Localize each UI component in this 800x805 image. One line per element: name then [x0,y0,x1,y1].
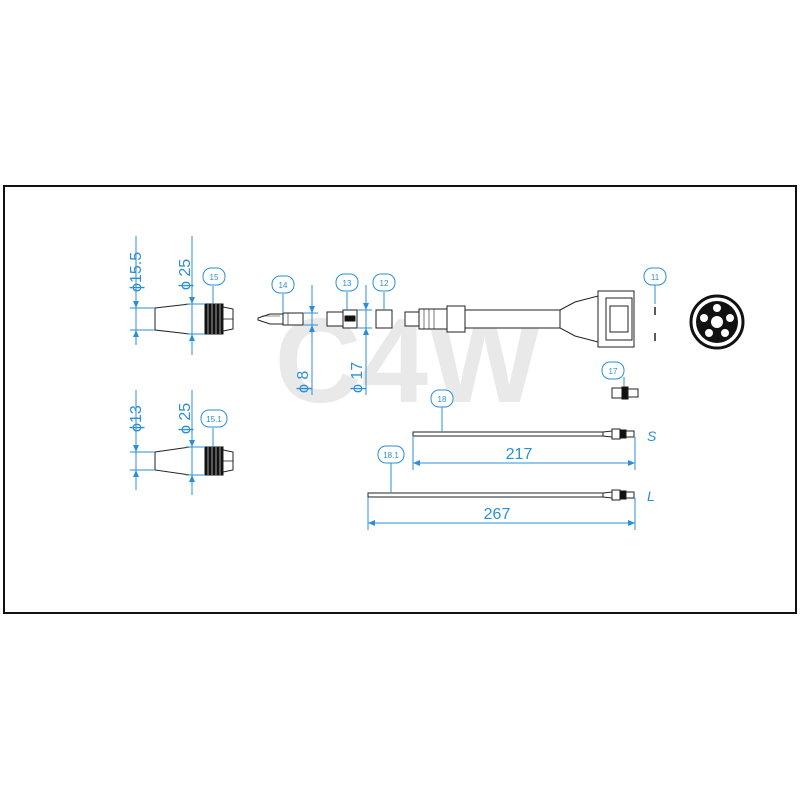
part-tag-17: 17 [601,361,625,387]
svg-text:12: 12 [380,279,389,288]
part-14-pin [257,312,304,326]
svg-text:18: 18 [438,395,447,404]
part-17-adapter [611,386,639,400]
dimension-label-267: 267 [484,506,511,523]
cable-assembly [404,290,635,348]
svg-text:14: 14 [279,281,288,290]
part-18-1-rod-long [367,489,635,501]
part-13-insert [326,309,358,329]
dimension-label-217: 217 [506,446,533,463]
part-tag-12: 12 [372,273,396,310]
dimension-17 [357,285,372,395]
part-15-1-housing [154,446,234,476]
svg-text:11: 11 [651,273,660,282]
svg-text:15: 15 [210,273,219,282]
dimension-label-13: ϕ13 [128,405,145,432]
dimension-8 [303,285,318,395]
part-tag-18: 18 [430,389,454,432]
part-tag-15-1: 15.1 [200,409,228,447]
svg-text:15.1: 15.1 [206,415,222,424]
dimension-15-5 [130,236,155,345]
part-tag-14: 14 [271,275,295,313]
dimension-25-a [186,236,205,355]
dimension-13 [130,390,155,490]
dimension-267 [367,497,636,530]
variant-label-long: L [647,488,655,504]
dimension-label-25-a: ϕ 25 [177,259,194,290]
part-18-rod-short [412,428,635,440]
connector-end-view [689,294,745,350]
part-tag-18-1: 18.1 [377,445,405,493]
dimension-label-15-5: ϕ15.5 [128,252,145,292]
part-12-seal [375,309,393,329]
svg-text:17: 17 [609,367,618,376]
dimension-label-8: ϕ 8 [295,371,312,393]
part-tag-13: 13 [335,273,359,310]
part-tag-15: 15 [202,267,226,304]
svg-text:13: 13 [343,279,352,288]
part-15-housing [154,303,234,335]
dimension-label-17: ϕ 17 [349,362,366,393]
dimension-217 [412,436,636,470]
variant-label-short: S [647,428,657,444]
part-tag-11: 11 [643,267,667,304]
dimension-label-25-b: ϕ 25 [177,403,194,434]
dimension-25-b [186,390,205,495]
svg-text:18.1: 18.1 [383,451,399,460]
